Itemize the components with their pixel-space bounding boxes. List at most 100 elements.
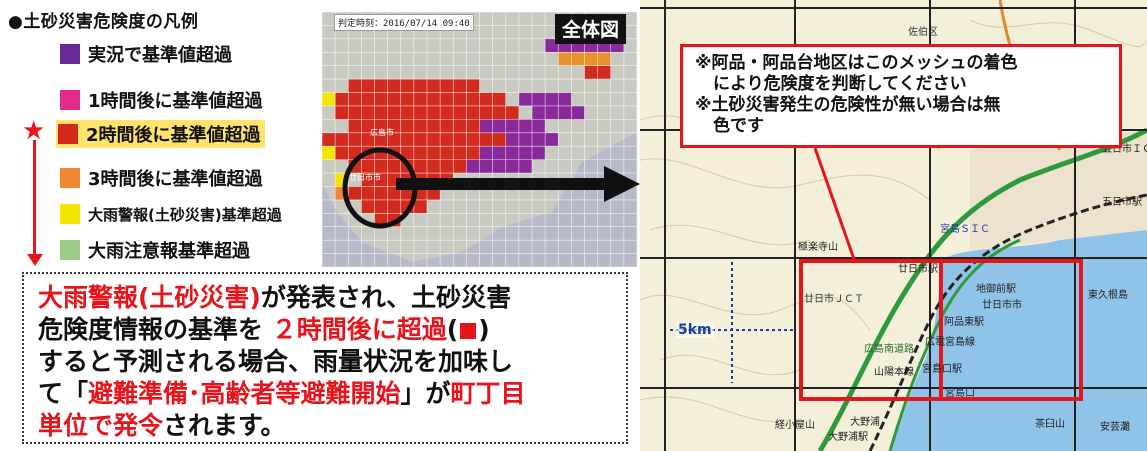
mesh-cell — [479, 146, 493, 160]
legend-swatch-red — [58, 124, 78, 144]
desc-text: ( — [446, 315, 459, 344]
legend-swatch-yellow — [60, 204, 80, 224]
map-label: 極楽寺山 — [798, 240, 838, 253]
mesh-cell — [466, 132, 480, 147]
mesh-cell — [427, 146, 441, 160]
mesh-cell — [440, 146, 454, 160]
mesh-cell — [440, 79, 454, 93]
mesh-cell — [413, 119, 427, 133]
overview-badge: 全体図 — [555, 14, 627, 44]
mesh-cell — [558, 105, 572, 120]
mesh-cell — [518, 119, 532, 133]
mesh-cell — [505, 119, 519, 133]
legend-label: 実況で基準値超過 — [88, 45, 232, 66]
mesh-cell — [427, 79, 441, 93]
mesh-cell — [505, 159, 519, 174]
mesh-cell — [335, 132, 349, 147]
map-label: 地御前駅 — [976, 282, 1016, 295]
mesh-cell — [440, 119, 454, 133]
map-label: 五日市駅 — [1102, 195, 1142, 208]
map-label: 廿日市ＪＣＴ — [804, 292, 864, 305]
scale-label: 5km — [676, 322, 714, 338]
mesh-cell — [453, 146, 467, 160]
mesh-cell — [348, 132, 362, 147]
mesh-cell — [453, 105, 467, 120]
mesh-cell — [440, 92, 454, 106]
mesh-cell — [440, 159, 454, 174]
mesh-cell — [387, 79, 401, 93]
mesh-cell — [374, 132, 388, 147]
mesh-cell — [597, 65, 611, 80]
desc-text: されます。 — [163, 411, 286, 440]
mesh-cell — [571, 52, 585, 66]
down-arrow-icon — [27, 254, 43, 266]
mesh-cell — [348, 105, 362, 120]
mesh-cell — [558, 52, 572, 66]
mesh-cell — [374, 119, 388, 133]
mesh-cell — [348, 119, 362, 133]
mesh-cell — [374, 186, 388, 200]
mesh-cell — [348, 92, 362, 106]
mesh-cell — [571, 105, 585, 120]
description-box: 大雨警報(土砂災害)が発表され、土砂災害 危険度情報の基準を ２時間後に超過()… — [22, 272, 628, 444]
map-label: 安芸灘 — [1100, 420, 1130, 433]
mesh-cell — [427, 92, 441, 106]
desc-highlight: ２時間後に超過 — [271, 315, 447, 344]
mesh-cell — [453, 132, 467, 147]
map-label: 宮島ＳＩＣ — [940, 222, 990, 235]
mesh-cell — [427, 119, 441, 133]
map-label: 東久根島 — [1088, 288, 1128, 301]
map-label: 大野浦駅 — [828, 430, 868, 443]
legend-swatch-purple — [60, 44, 80, 64]
legend-swatch-pink — [60, 90, 80, 110]
mesh-cell — [322, 146, 336, 160]
desc-text: すると予測される場合、雨量状況を加味し — [38, 347, 514, 376]
desc-text: が発表され、土砂災害 — [260, 283, 512, 312]
mesh-cell — [532, 119, 546, 133]
callout-box: ※阿品・阿品台地区はこのメッシュの着色 により危険度を判断してください ※土砂災… — [680, 44, 1122, 148]
map-label: 阿品東駅 — [944, 315, 984, 328]
mesh-cell — [348, 79, 362, 93]
mesh-cell — [518, 146, 532, 160]
desc-highlight: 単位で発令 — [38, 411, 164, 440]
mesh-cell — [361, 119, 375, 133]
mesh-cell — [361, 186, 375, 200]
desc-text: 危険度情報の基準を — [38, 315, 264, 344]
mesh-cell — [466, 105, 480, 120]
mesh-cell — [413, 132, 427, 147]
map-label: 広電宮島線 — [925, 335, 975, 348]
callout-pointer — [813, 147, 857, 263]
mesh-cell — [492, 132, 506, 147]
mesh-cell — [387, 132, 401, 147]
mesh-cell — [466, 159, 480, 174]
mesh-cell — [466, 119, 480, 133]
callout-line: 色です — [713, 116, 764, 136]
mesh-cell — [400, 105, 414, 120]
legend-item-advisory: 大雨注意報基準超過 — [60, 238, 250, 262]
mesh-cell — [361, 79, 375, 93]
mesh-cell — [505, 105, 519, 120]
overview-timestamp: 判定時刻：2016/07/14 09:40 — [334, 14, 474, 31]
mesh-cell — [361, 105, 375, 120]
mesh-cell — [400, 92, 414, 106]
mesh-cell — [532, 132, 546, 147]
overview-place-label: 廿日市市 — [349, 172, 381, 182]
legend-swatch-green — [60, 240, 80, 260]
mesh-cell — [479, 105, 493, 120]
legend-item-warning: 大雨警報(土砂災害)基準超過 — [60, 202, 282, 226]
legend-label: 2時間後に基準値超過 — [86, 125, 261, 146]
mesh-cell — [400, 79, 414, 93]
legend-label: 3時間後に基準値超過 — [88, 169, 263, 190]
mesh-cell — [387, 119, 401, 133]
mesh-cell — [558, 92, 572, 106]
map-label: 宮島口駅 — [922, 362, 962, 375]
mesh-cell — [335, 92, 349, 106]
star-icon: ★ — [22, 116, 46, 146]
desc-text: ) — [478, 315, 490, 344]
map-label: 茶臼山 — [1035, 417, 1065, 430]
mesh-cell — [479, 119, 493, 133]
map-label: 経小屋山 — [775, 418, 815, 431]
mesh-cell — [413, 199, 427, 214]
mesh-cell — [361, 92, 375, 106]
mesh-cell — [453, 79, 467, 93]
